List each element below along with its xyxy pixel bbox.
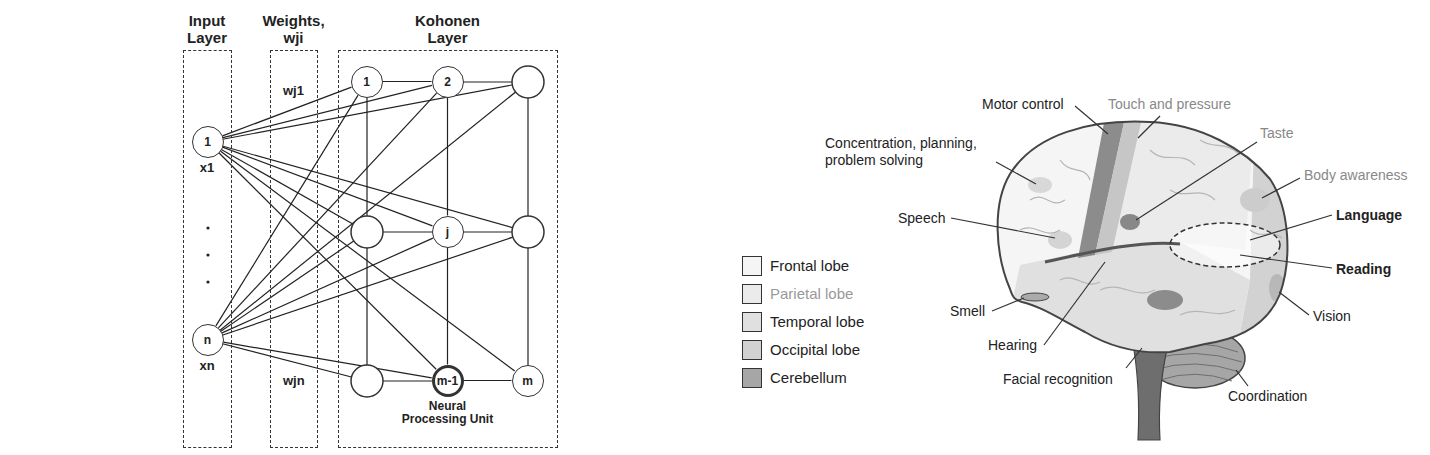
unit-number: 1 [363, 75, 370, 89]
legend-label: Parietal lobe [770, 285, 853, 303]
region-label: Smell [950, 303, 985, 320]
legend-label: Cerebellum [770, 369, 847, 387]
neuron-circle: nxn [192, 324, 224, 356]
region-label: Touch and pressure [1108, 96, 1231, 113]
legend-swatch [742, 284, 762, 304]
weight-connection [216, 95, 358, 326]
legend-label: Occipital lobe [770, 341, 860, 359]
weight-connection [464, 380, 512, 381]
neuron-circle: 2 [432, 66, 464, 98]
weight-connection [383, 81, 432, 82]
weight-connection [218, 93, 436, 328]
neuron-circle: m-1Neural Processing Unit [432, 365, 464, 397]
unit-caption: Neural Processing Unit [400, 400, 496, 426]
legend-swatch [742, 312, 762, 332]
unit-number: m [522, 374, 533, 388]
legend-swatch [742, 368, 762, 388]
weight-connection [447, 98, 448, 216]
weight-connection [223, 342, 431, 378]
unit-number: n [204, 333, 211, 347]
region-label: Language [1336, 207, 1402, 224]
layer-box: Kohonen Layer12jm-1Neural Processing Uni… [338, 50, 558, 448]
neuron-circle: m [512, 365, 544, 397]
region-label: Taste [1260, 125, 1293, 142]
region-label: Facial recognition [1003, 371, 1113, 388]
weight-connection [223, 147, 433, 226]
legend-label: Frontal lobe [770, 257, 849, 275]
region-label: Motor control [982, 96, 1064, 113]
region-label: Body awareness [1304, 167, 1408, 184]
unit-number: m-1 [437, 374, 458, 388]
network-wires [208, 82, 528, 381]
unit-number: 1 [204, 135, 211, 149]
region-label: Speech [898, 210, 945, 227]
legend-swatch [742, 256, 762, 276]
weight-connection [223, 85, 432, 137]
region-label: Reading [1336, 261, 1391, 278]
weight-connection [447, 248, 448, 365]
unit-number: 2 [444, 75, 451, 89]
neuron-circle: 1x1 [192, 126, 224, 158]
neuron-circle: j [432, 216, 464, 248]
weight-symbol: wjn [282, 372, 306, 389]
legend-swatch [742, 340, 762, 360]
region-label: Concentration, planning, problem solving [825, 135, 1000, 169]
weight-connection [219, 153, 436, 369]
input-symbol: x1 [187, 160, 227, 175]
input-symbol: xn [187, 358, 227, 373]
weight-symbol: wj1 [282, 82, 305, 99]
unit-number: j [446, 225, 449, 239]
leader-lines [951, 106, 1332, 386]
region-label: Coordination [1228, 388, 1307, 405]
empty-units [351, 66, 544, 397]
layer-heading: Kohonen Layer [408, 12, 488, 46]
layer-heading: Input Layer [172, 12, 242, 46]
neuron-circle: 1 [351, 66, 383, 98]
weight-connection [222, 238, 433, 333]
ellipsis-dots [206, 226, 209, 283]
layer-box: Input Layer1x1nxn [183, 50, 232, 448]
legend-label: Temporal lobe [770, 313, 864, 331]
layer-heading: Weights, wji [254, 12, 334, 46]
region-label: Hearing [988, 337, 1037, 354]
region-label: Vision [1313, 308, 1351, 325]
